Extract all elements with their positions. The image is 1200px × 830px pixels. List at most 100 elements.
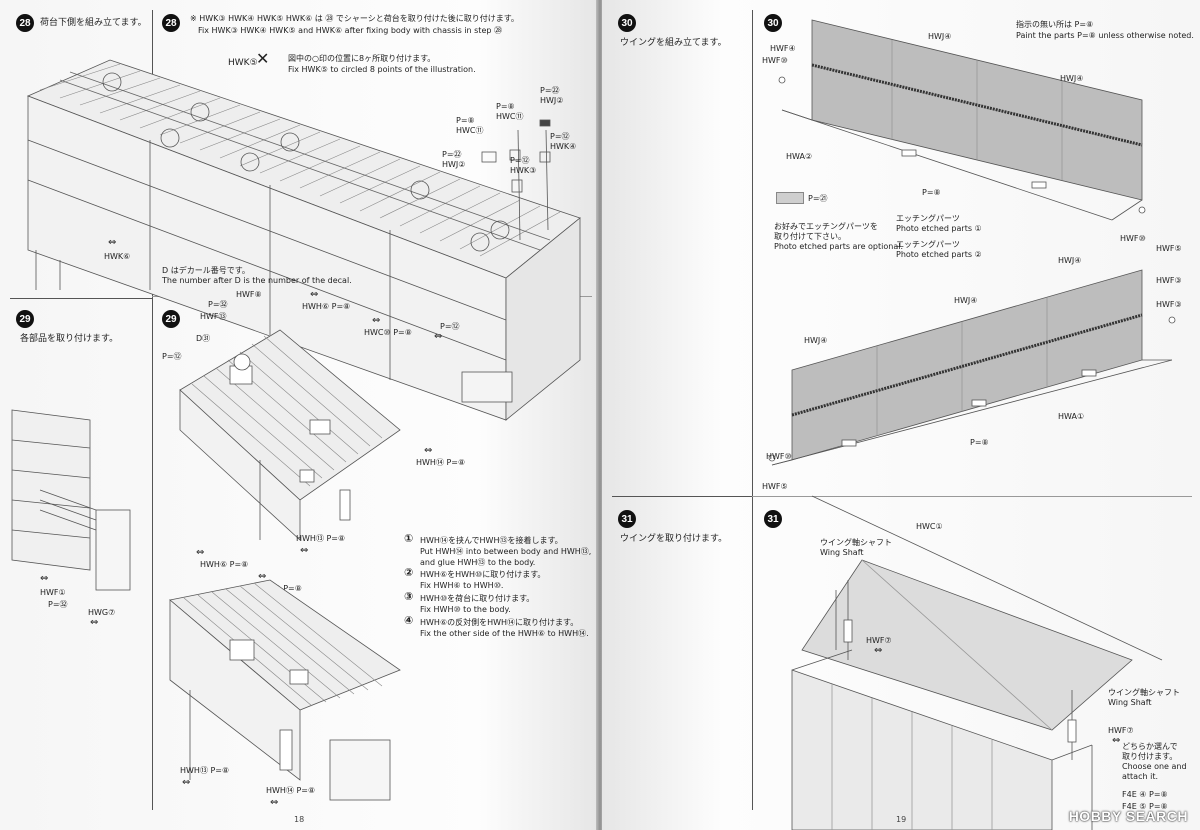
wing-shaft-2-en: Wing Shaft [1108, 698, 1152, 707]
double-arrow-icon: ⇔ [300, 545, 309, 556]
label-p8-a: P=⑧ [922, 188, 941, 197]
substep-4-number: ④ [404, 614, 414, 627]
wing-shaft-2-jp: ウイング軸シャフト [1108, 688, 1180, 697]
label-hwj4-c: HWJ④ [1058, 256, 1082, 265]
etched-optional-en: Photo etched parts are optional. [774, 242, 903, 251]
row-divider [10, 298, 152, 299]
label-hwf10-a: HWF⑩ [762, 56, 788, 65]
step-30-upper-panel [778, 19, 1146, 221]
label-p12-a: P=⑫ [550, 132, 570, 141]
column-divider [752, 10, 753, 810]
label-hwa1: HWA① [1058, 412, 1085, 421]
circle-note-en: Fix HWK⑤ to circled 8 points of the illu… [288, 65, 476, 74]
label-p12-29: P=⑫ [162, 352, 182, 361]
step-29-lower-diagram [169, 579, 401, 801]
label-hwf10-c: HWF⑩ [766, 452, 792, 461]
label-hwh13-b: HWH⑬ P=⑧ [180, 766, 230, 775]
double-arrow-icon: ⇔ [310, 289, 319, 300]
substep-1-en1: Put HWH⑭ into between body and HWH⑬, [420, 547, 592, 556]
substep-1-en2: and glue HWH⑬ to the body. [420, 558, 536, 567]
label-hwc10: HWC⑩ P=⑧ [364, 328, 412, 337]
double-arrow-icon: ⇔ [258, 571, 267, 582]
label-hwk6: HWK⑥ [104, 252, 131, 261]
step-30-badge: 30 [618, 14, 636, 32]
label-hwk3: HWK③ [510, 166, 537, 175]
substep-3-number: ③ [404, 590, 414, 603]
label-p12-c: P=⑫ [440, 322, 460, 331]
label-hwc11-b: HWC⑪ [456, 126, 484, 135]
wing-shaft-1-jp: ウイング軸シャフト [820, 538, 892, 547]
double-arrow-icon: ⇔ [1112, 735, 1121, 746]
row-divider [612, 496, 752, 497]
label-hwf7-a: HWF⑦ [866, 636, 892, 645]
step-30-title: ウイングを組み立てます。 [620, 38, 727, 48]
label-f4e5: F4E ⑤ P=⑧ [1122, 802, 1168, 811]
double-arrow-icon: ⇔ [270, 797, 279, 808]
left-page-number: 18 [294, 815, 305, 824]
label-hwc1: HWC① [916, 522, 943, 531]
label-f4e4: F4E ④ P=⑧ [1122, 790, 1168, 799]
label-hwa2: HWA② [786, 152, 813, 161]
step-29-side-diagram [11, 409, 131, 591]
step-31-diagram [791, 495, 1163, 830]
step-28-note-en: Fix HWK③ HWK④ HWK⑤ and HWK⑥ after fixing… [198, 26, 502, 35]
row-divider [752, 496, 1192, 497]
double-arrow-icon: ⇔ [874, 645, 883, 656]
label-hwf8: HWF⑧ [236, 290, 262, 299]
step-28-diagram [26, 59, 581, 421]
label-hwj4-e: HWJ④ [804, 336, 828, 345]
label-hwf5-a: HWF⑤ [1156, 244, 1182, 253]
substep-3-jp: HWH⑩を荷台に取り付けます。 [420, 594, 535, 603]
label-hwh14: HWH⑭ P=⑧ [416, 458, 466, 467]
step-28-note-jp: ※ HWK③ HWK④ HWK⑤ HWK⑥ は ㉘ でシャーシと荷台を取り付けた… [190, 14, 519, 23]
label-hwf13: HWF⑬ [200, 312, 227, 321]
label-hwh14-b: HWH⑭ P=⑧ [266, 786, 316, 795]
circle-note-jp: 図中の○印の位置に8ヶ所取り付けます。 [288, 54, 436, 63]
no-mark-icon: ✕ [256, 49, 270, 68]
substep-1-number: ① [404, 532, 414, 545]
label-hwf4-a: HWF④ [770, 44, 796, 53]
double-arrow-icon: ⇔ [182, 777, 191, 788]
right-page: 30 ウイングを組み立てます。 30 指示の無い所は P=⑧ Paint the… [602, 0, 1200, 830]
label-hwf1: HWF① [40, 588, 66, 597]
choose-en1: Choose one and [1122, 762, 1187, 771]
substep-1-jp: HWH⑭を挟んでHWH⑬を接着します。 [420, 536, 563, 545]
double-arrow-icon: ⇔ [40, 573, 49, 584]
etched-optional-jp2: 取り付けて下さい。 [774, 232, 846, 241]
etched1-en: Photo etched parts ① [896, 224, 982, 233]
label-p8-b: P=⑧ [456, 116, 475, 125]
substep-3-en1: Fix HWH⑩ to the body. [420, 605, 511, 614]
double-arrow-icon: ⇔ [90, 617, 99, 628]
choose-jp1: どちらか選んで [1122, 742, 1178, 751]
etched-swatch [776, 192, 804, 204]
label-hwh13-a: HWH⑬ P=⑧ [296, 534, 346, 543]
label-hwc11-a: HWC⑪ [496, 112, 524, 121]
label-p8-b: P=⑧ [970, 438, 989, 447]
label-hwf3: HWF③ [1156, 276, 1182, 285]
label-hwj4-d: HWJ④ [954, 296, 978, 305]
label-hwf5-b: HWF⑤ [762, 482, 788, 491]
step-28-badge-2: 28 [162, 14, 180, 32]
step-30-lower-panel [768, 269, 1176, 466]
etched1-jp: エッチングパーツ [896, 214, 960, 223]
label-p21: P=㉑ [808, 194, 828, 203]
paint-note-en: Paint the parts P=⑧ unless otherwise not… [1016, 31, 1194, 40]
double-arrow-icon: ⇔ [196, 547, 205, 558]
substep-2-en1: Fix HWH⑥ to HWH⑩. [420, 581, 504, 590]
column-divider [152, 10, 153, 810]
label-p32-b: P=㉜ [208, 300, 228, 309]
double-arrow-icon: ⇔ [372, 315, 381, 326]
left-page: 28 荷台下側を組み立てます。 28 ※ HWK③ HWK④ HWK⑤ HWK⑥… [0, 0, 598, 830]
etched2-en: Photo etched parts ② [896, 250, 982, 259]
substep-2-number: ② [404, 566, 414, 579]
hwk5-label: HWK⑤ [228, 58, 258, 68]
step-31-badge-2: 31 [764, 510, 782, 528]
substep-4-jp: HWH⑥の反対側をHWH⑭に取り付けます。 [420, 618, 579, 627]
label-p22: P=㉒ [540, 86, 560, 95]
step-31-title: ウイングを取り付けます。 [620, 534, 728, 544]
hobby-search-logo: HOBBY SEARCH [1068, 808, 1188, 824]
label-hwj2-b: HWJ② [442, 160, 466, 169]
label-d31: D㉛ [196, 334, 211, 343]
book-gutter [596, 0, 604, 830]
